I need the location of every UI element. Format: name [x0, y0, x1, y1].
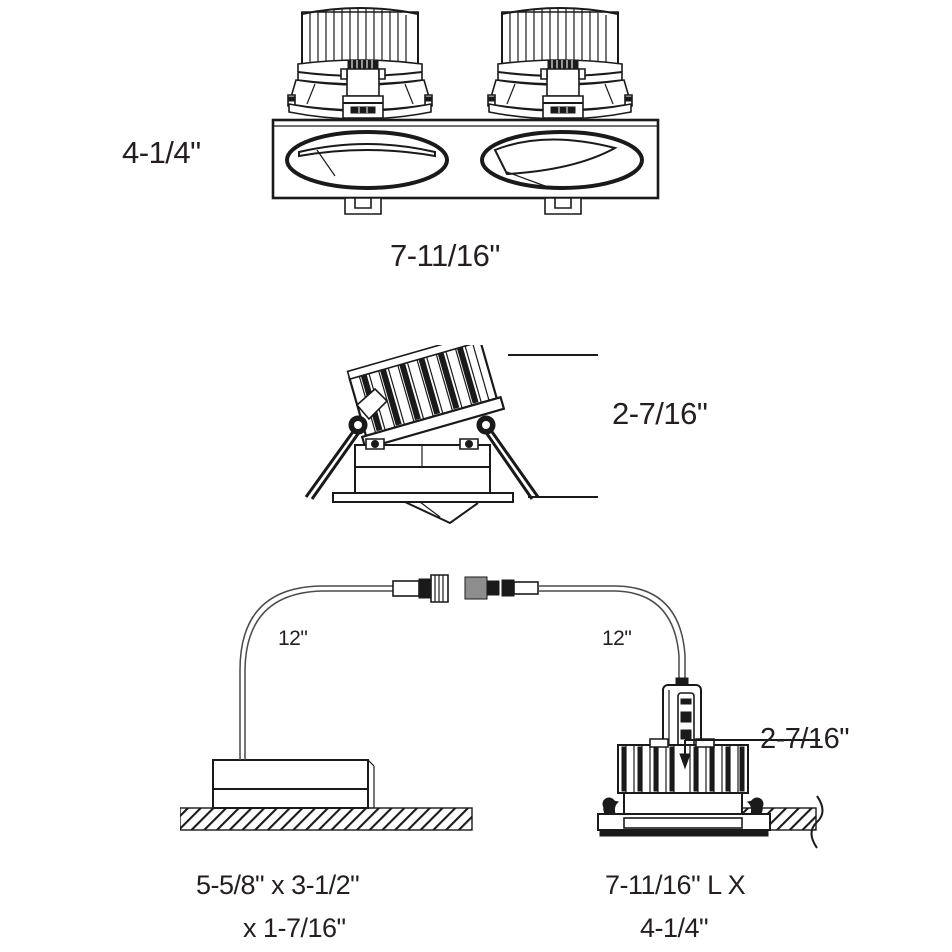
junction-box-caption-line1: 5-5/8" x 3-1/2" [196, 870, 360, 900]
left-head-gimbal-bracket [340, 59, 386, 119]
fixture-height-leader [679, 739, 820, 770]
left-head-heatsink [287, 7, 433, 120]
torsion-spring-left [304, 428, 362, 500]
aperture-right [480, 130, 644, 190]
quick-connector-female [464, 576, 539, 600]
junction-box-caption-line2: x 1-7/16" [243, 913, 346, 943]
quick-connector-male [392, 574, 449, 603]
torsion-spring-right [483, 428, 540, 500]
top-view-width-dimension: 7-11/16" [390, 238, 500, 273]
fixture-lead-cable [538, 585, 686, 682]
right-head-gimbal-bracket [540, 59, 586, 119]
ceiling-section-left [180, 807, 473, 831]
installed-fixture [597, 738, 771, 837]
single-head-side-view [304, 345, 598, 525]
break-line-symbol [810, 795, 824, 849]
spring-clip-right [746, 797, 764, 815]
fixture-caption-line2: 4-1/4" [640, 913, 709, 943]
junction-box-lead-dimension: 12" [278, 627, 308, 650]
middle-view-height-dimension: 2-7/16" [612, 396, 708, 431]
two-head-front-view [271, 7, 660, 215]
junction-box [212, 759, 375, 809]
installation-section-view [180, 574, 824, 849]
aperture-left [285, 130, 449, 190]
fixture-lead-dimension: 12" [602, 627, 632, 650]
housing-can [354, 438, 491, 494]
top-view-height-dimension: 4-1/4" [122, 135, 201, 170]
trim-plate [271, 118, 660, 215]
bottom-fixture-height-dimension: 2-7/16" [760, 723, 850, 755]
fixture-caption-line1: 7-11/16" L X [605, 870, 746, 900]
trim-flange [332, 492, 514, 525]
tilted-heatsink [346, 345, 506, 450]
junction-box-lead-cable [239, 585, 420, 760]
spring-clip-left [602, 797, 620, 815]
